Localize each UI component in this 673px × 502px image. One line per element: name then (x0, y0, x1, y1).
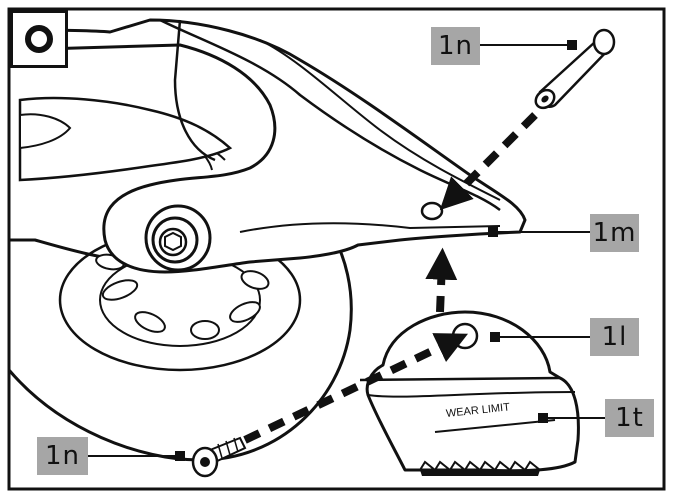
callout-brake-hole: 1m (590, 214, 639, 252)
axle-bolt (144, 204, 212, 272)
callout-leaders (88, 44, 605, 457)
callout-pad-body: 1t (605, 399, 654, 437)
skate-frame-arm (7, 18, 527, 274)
brake-pad (359, 310, 580, 476)
assembly-arrows (243, 112, 538, 444)
callout-pin-top: 1n (431, 27, 480, 65)
step-badge (10, 10, 68, 68)
brake-screw (191, 436, 247, 478)
ring-icon (25, 25, 53, 53)
callout-pad-hole: 1l (590, 318, 639, 356)
callout-screw: 1n (37, 437, 88, 475)
skate-wheel (7, 135, 353, 462)
brake-mount-hole (420, 201, 444, 221)
brake-pin (534, 28, 616, 110)
leader-dots (175, 40, 577, 461)
